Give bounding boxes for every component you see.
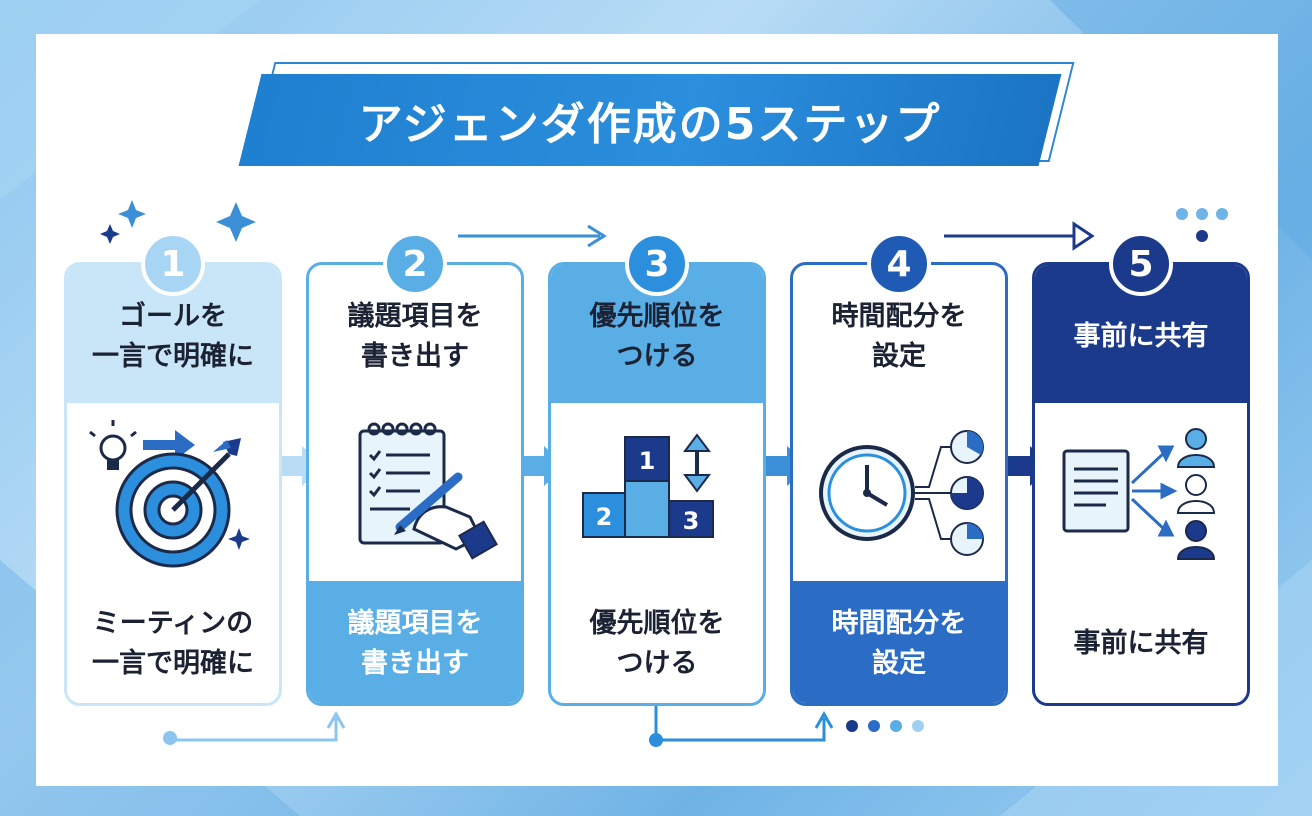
dots-decor <box>1176 208 1228 242</box>
step-caption: 議題項目を 書き出す <box>347 607 483 679</box>
step-card-1: ゴールを 一言で明確に ミーティンの 一言で明確に <box>64 262 282 706</box>
notepad-icon <box>358 422 498 560</box>
step-card-5: 事前に共有 事前に共有 <box>1032 262 1250 706</box>
step-heading: 優先順位を つける <box>589 301 725 372</box>
step-card-3: 優先順位を つける 1 2 3 優先順位を つける <box>548 262 766 706</box>
podium-rank-1: 1 <box>639 447 656 475</box>
step-caption: ミーティンの 一言で明確に <box>92 607 254 679</box>
podium-rank-3: 3 <box>683 507 700 535</box>
step-number-badge: 2 <box>383 232 447 296</box>
step-heading: 議題項目を 書き出す <box>347 301 483 372</box>
step-number-badge: 3 <box>625 232 689 296</box>
step-caption: 優先順位を つける <box>589 607 725 679</box>
page-title: アジェンダ作成の5ステップ <box>358 99 942 150</box>
clock-icon <box>819 430 984 556</box>
step-heading: 事前に共有 <box>1073 321 1209 352</box>
target-icon <box>89 420 250 568</box>
step-illustration <box>1035 403 1247 581</box>
step-caption-area: 事前に共有 <box>1035 581 1247 703</box>
step-caption: 時間配分を 設定 <box>831 607 967 679</box>
step-illustration <box>67 403 279 581</box>
podium-icon: 1 2 3 <box>582 433 714 538</box>
step-heading: 時間配分を 設定 <box>831 301 967 372</box>
step-illustration: 1 2 3 <box>551 403 763 581</box>
step-heading-area: 優先順位を つける <box>551 265 763 403</box>
step-caption-area: ミーティンの 一言で明確に <box>67 581 279 703</box>
sparkle-icon <box>100 200 256 244</box>
step-heading: ゴールを 一言で明確に <box>92 301 254 372</box>
step-caption-area: 時間配分を 設定 <box>793 581 1005 703</box>
step-heading-area: 議題項目を 書き出す <box>309 265 521 403</box>
share-icon <box>1062 428 1216 560</box>
step-caption: 事前に共有 <box>1073 627 1209 659</box>
step-caption-area: 議題項目を 書き出す <box>309 581 521 703</box>
step-card-2: 議題項目を 書き出す 議題項目を 書き出す <box>306 262 524 706</box>
step-number-badge: 1 <box>141 232 205 296</box>
step-heading-area: 時間配分を 設定 <box>793 265 1005 403</box>
step-number-badge: 4 <box>867 232 931 296</box>
step-caption-area: 優先順位を つける <box>551 581 763 703</box>
step-illustration <box>309 403 521 581</box>
step-number-badge: 5 <box>1109 232 1173 296</box>
podium-rank-2: 2 <box>596 503 613 531</box>
step-illustration <box>793 403 1005 581</box>
step-card-4: 時間配分を 設定 時間配分を 設定 <box>790 262 1008 706</box>
